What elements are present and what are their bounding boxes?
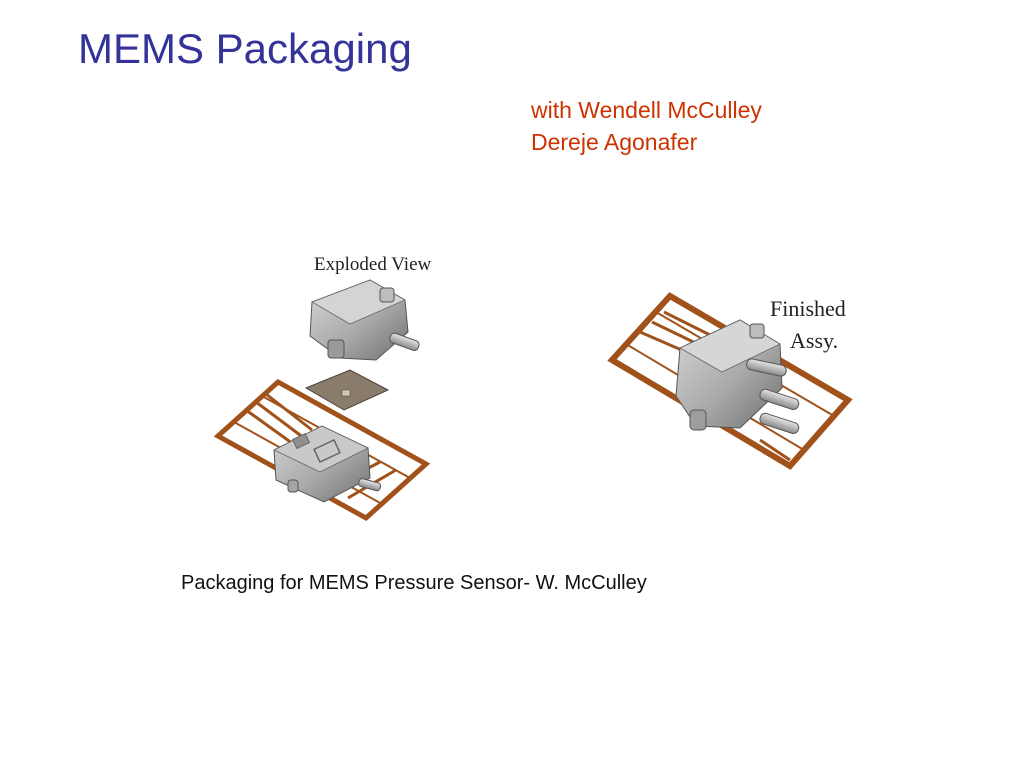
figure-caption: Packaging for MEMS Pressure Sensor- W. M… [181,572,647,594]
finished-assy-label-line1: Finished [770,296,846,321]
exploded-base [273,425,382,503]
author-line-2: Dereje Agonafer [531,129,698,155]
package-figure: Exploded View Finished Assy. [200,240,900,540]
slide-title: MEMS Packaging [78,25,412,72]
author-line-1: with Wendell McCulley [531,97,762,123]
authors-block: with Wendell McCulley Dereje Agonafer [531,94,762,158]
package-illustration [213,279,853,522]
exploded-lid [309,279,420,361]
exploded-view-label: Exploded View [314,254,432,275]
finished-housing [675,319,800,435]
finished-assy-label-line2: Assy. [790,328,839,353]
exploded-sensor-die [304,369,390,411]
